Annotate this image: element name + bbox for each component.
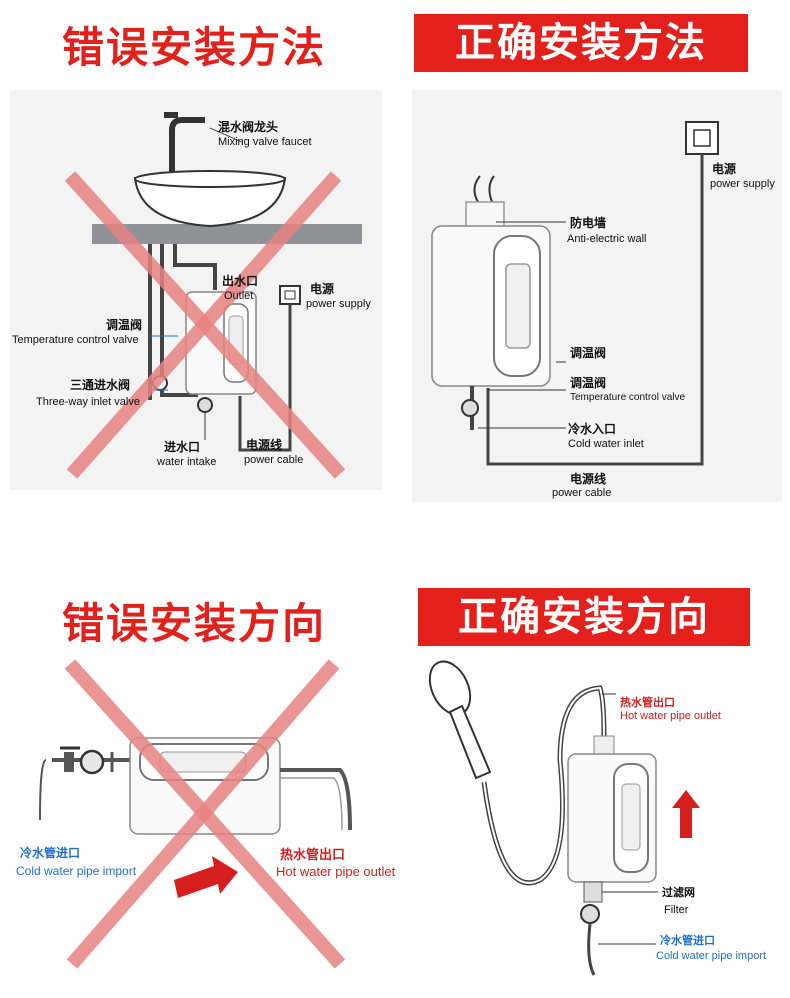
wrong-method-panel bbox=[10, 90, 382, 490]
title-right-direction: 正确安装方向 bbox=[418, 588, 750, 646]
outlet-label-en: Outlet bbox=[224, 290, 254, 302]
flow-arrow-wrong bbox=[174, 856, 238, 898]
faucet-leader bbox=[209, 127, 243, 143]
wrong-cross-b bbox=[66, 171, 342, 479]
wrong-dir-hot-label-cn: 热水管出口 bbox=[280, 848, 346, 863]
wrong-dir-cold-label-cn: 冷水管进口 bbox=[20, 846, 81, 860]
filter-valve bbox=[580, 904, 600, 924]
power-label-en: power supply bbox=[306, 298, 371, 310]
temp2-label-cn: 调温阀 bbox=[570, 376, 607, 390]
right-inlet-valve bbox=[461, 399, 479, 417]
right-cable-label-cn: 电源线 bbox=[570, 472, 607, 486]
faucet-handle bbox=[164, 112, 178, 118]
cold-valve bbox=[79, 749, 105, 775]
intake-label-en: water intake bbox=[157, 456, 217, 468]
right-dir-cold-label-en: Cold water pipe import bbox=[656, 950, 767, 962]
title-wrong-method: 错误安装方法 bbox=[62, 23, 327, 72]
outlet-label-cn: 出水口 bbox=[222, 274, 259, 288]
anti-wall-label-en: Anti-electric wall bbox=[567, 233, 647, 245]
title-wrong-direction: 错误安装方向 bbox=[62, 599, 327, 648]
wrong-dir-cold-label-en: Cold water pipe import bbox=[16, 864, 137, 878]
right-power-cable bbox=[486, 154, 704, 466]
pipe-hot bbox=[173, 244, 217, 290]
pipe-cold bbox=[160, 244, 198, 397]
right-dir-cold-label-cn: 冷水管进口 bbox=[660, 934, 715, 947]
right-cable-label-en: power cable bbox=[552, 487, 612, 499]
temp-label-en: Temperature control valve bbox=[570, 392, 686, 403]
right-dir-hot-label-cn: 热水管出口 bbox=[620, 696, 675, 709]
faucet-label-cn: 混水阀龙头 bbox=[218, 120, 279, 134]
filter-label-cn: 过滤网 bbox=[662, 886, 695, 899]
intake-label-cn: 进水口 bbox=[164, 440, 201, 454]
power-label-cn: 电源 bbox=[310, 282, 335, 296]
three-way-label-en: Three-way inlet valve bbox=[36, 396, 140, 408]
flow-arrow-right bbox=[672, 790, 700, 838]
faucet-body bbox=[169, 117, 205, 172]
temp-valve-label-en: Temperature control valve bbox=[12, 334, 139, 346]
power-cable-line bbox=[238, 304, 292, 452]
wrong-dir-hot-label-en: Hot water pipe outlet bbox=[276, 864, 396, 879]
temp1-label-cn: 调温阀 bbox=[570, 346, 607, 360]
right-dir-hot-label-en: Hot water pipe outlet bbox=[620, 710, 721, 722]
title-right-method: 正确安装方法 bbox=[414, 14, 748, 72]
cable-label-en: power cable bbox=[244, 454, 304, 466]
right-power-label-cn: 电源 bbox=[712, 162, 737, 176]
hot-pipe bbox=[280, 768, 352, 831]
filter-label-en: Filter bbox=[664, 904, 689, 916]
anti-wall-label-cn: 防电墙 bbox=[570, 216, 607, 230]
faucet-label-en: Mixing valve faucet bbox=[218, 136, 312, 148]
cold-inlet-label-en: Cold water inlet bbox=[568, 438, 644, 450]
cable-label-cn: 电源线 bbox=[246, 438, 283, 452]
right-power-label-en: power supply bbox=[710, 178, 775, 190]
temp-valve-label-cn: 调温阀 bbox=[106, 318, 143, 332]
shower-handle bbox=[448, 704, 492, 780]
three-way-label-cn: 三通进水阀 bbox=[70, 378, 131, 392]
wrong-dir-cross-b bbox=[66, 659, 340, 969]
cold-inlet-label-cn: 冷水入口 bbox=[568, 422, 617, 436]
